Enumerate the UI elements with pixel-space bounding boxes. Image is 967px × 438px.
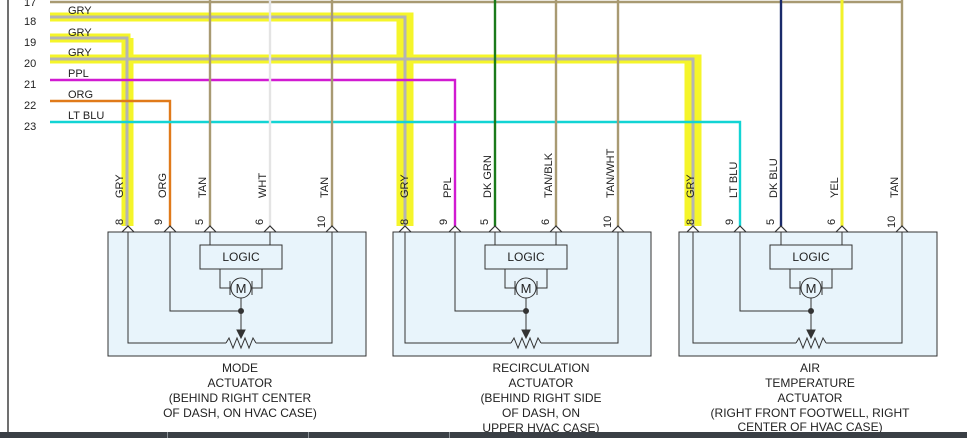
row-label-20: GRY	[68, 47, 92, 59]
pin-wire-label: DK GRN	[482, 155, 494, 198]
wire-row-22-org	[50, 99, 172, 226]
pin-wire-label: WHT	[257, 173, 269, 198]
pin-wire-label: TAN/WHT	[605, 148, 617, 198]
actuator-caption-line: CENTER OF HVAC CASE)	[737, 420, 882, 432]
resistor-symbol	[225, 336, 257, 350]
logic-label: LOGIC	[507, 250, 545, 264]
pin-number: 6	[254, 219, 266, 225]
wire-row-19-gry	[50, 36, 129, 226]
logic-box	[484, 244, 568, 270]
internal-circuit	[404, 232, 619, 350]
wire-row-23-ltblu	[50, 120, 742, 226]
pin-number: 9	[724, 219, 736, 225]
row-labels: 17 18 GRY 19 GRY 20 GRY 21 PPL 22 ORG 23…	[24, 0, 104, 133]
row-num-20: 20	[24, 58, 36, 70]
pin-number: 6	[540, 219, 552, 225]
actuator-caption-line: MODE	[222, 361, 258, 375]
connector-chevrons	[398, 225, 625, 233]
pin-number: 8	[114, 219, 126, 225]
actuator-caption-line: (RIGHT FRONT FOOTWELL, RIGHT	[711, 406, 911, 420]
wire-row-18-gry	[50, 15, 407, 226]
wire-row-20-gry	[50, 57, 695, 226]
pin-number: 6	[826, 219, 838, 225]
bottom-toolbar-strip	[0, 432, 967, 438]
pin-wire-label: GRY	[685, 174, 697, 198]
pin-number: 8	[685, 219, 697, 225]
actuator-caption-line: (BEHIND RIGHT CENTER	[169, 391, 312, 405]
actuator-caption-line: ACTUATOR	[778, 391, 843, 405]
row-num-19: 19	[24, 37, 36, 49]
row-num-21: 21	[24, 79, 36, 91]
row-label-19: GRY	[68, 27, 92, 39]
logic-box	[769, 244, 853, 270]
actuator-caption-line: OF DASH, ON HVAC CASE)	[163, 406, 317, 420]
logic-box	[199, 244, 283, 270]
pin-wire-label: TAN	[319, 177, 331, 198]
motor-label: M	[521, 281, 532, 296]
pin-wire-label: TAN	[889, 177, 901, 198]
resistor-symbol	[795, 336, 827, 350]
wire-layer	[50, 0, 904, 226]
bar-divider	[167, 432, 168, 438]
pin-number: 9	[438, 219, 450, 225]
actuator-caption-line: AIR	[800, 361, 820, 375]
pin-number: 5	[479, 219, 491, 225]
row-num-17: 17	[24, 0, 36, 9]
highlight-row-20	[50, 54, 702, 226]
pin-number: 10	[602, 216, 614, 228]
pin-number: 10	[316, 216, 328, 228]
internal-circuit	[692, 232, 903, 350]
row-label-18: GRY	[68, 5, 92, 17]
actuator-caption-line: UPPER HVAC CASE)	[482, 421, 599, 432]
pin-number: 9	[153, 219, 165, 225]
actuator-mode: GRY ORG TAN WHT TAN 8 9 5 6 10	[107, 173, 367, 420]
pin-wire-label: ORG	[157, 173, 169, 198]
pin-wire-label: DK BLU	[768, 158, 780, 198]
pin-number: 5	[194, 219, 206, 225]
actuator-caption-line: OF DASH, ON	[502, 406, 580, 420]
row-num-18: 18	[24, 16, 36, 28]
row-label-21: PPL	[68, 68, 89, 80]
logic-label: LOGIC	[222, 250, 260, 264]
wire-row-21-ppl	[50, 78, 457, 226]
actuator-caption-line: ACTUATOR	[509, 376, 574, 390]
pin-wire-label: TAN	[197, 177, 209, 198]
actuator-recirculation: GRY PPL DK GRN TAN/BLK TAN/WHT 8 9 5 6 1…	[392, 148, 652, 432]
pin-wire-label: YEL	[829, 177, 841, 198]
pin-number: 8	[399, 219, 411, 225]
motor-label: M	[806, 281, 817, 296]
motor-label: M	[236, 281, 247, 296]
pin-wire-label: GRY	[114, 174, 126, 198]
bar-divider	[449, 432, 450, 438]
pin-number: 10	[886, 216, 898, 228]
pin-wire-label: GRY	[399, 174, 411, 198]
actuator-caption-line: RECIRCULATION	[492, 361, 589, 375]
actuator-caption-line: TEMPERATURE	[765, 376, 855, 390]
actuator-caption-line: (BEHIND RIGHT SIDE	[480, 391, 601, 405]
logic-label: LOGIC	[792, 250, 830, 264]
actuator-caption-line: ACTUATOR	[208, 376, 273, 390]
actuator-air-temperature: GRY LT BLU DK BLU YEL TAN 8 9 5 6 10	[678, 158, 938, 432]
pin-number: 5	[765, 219, 777, 225]
row-num-22: 22	[24, 100, 36, 112]
internal-circuit	[127, 232, 333, 350]
row-label-22: ORG	[68, 89, 93, 101]
pin-wire-label: PPL	[442, 177, 454, 198]
bar-divider	[308, 432, 309, 438]
pin-wire-label: LT BLU	[728, 162, 740, 198]
connector-chevrons	[686, 225, 909, 233]
row-label-23: LT BLU	[68, 110, 104, 122]
resistor-symbol	[510, 336, 542, 350]
pin-wire-label: TAN/BLK	[543, 152, 555, 198]
connector-chevrons	[121, 225, 339, 233]
row-num-23: 23	[24, 121, 36, 133]
